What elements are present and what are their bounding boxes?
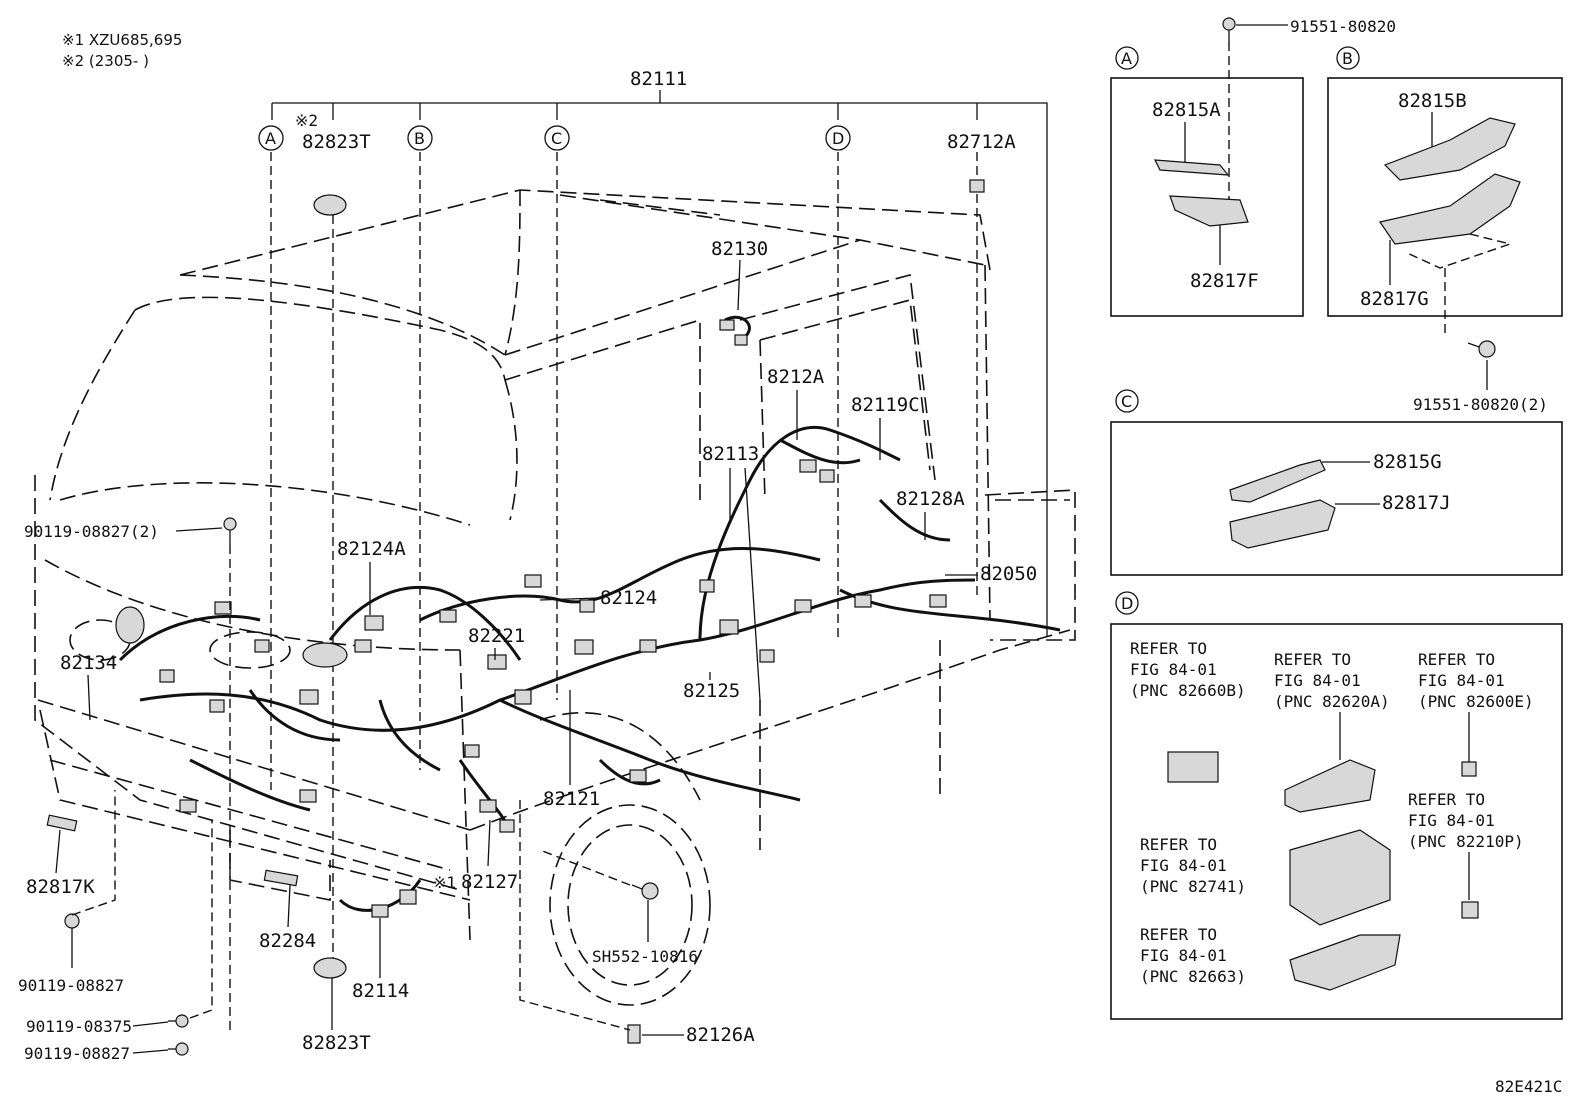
label-82111: 82111 — [630, 68, 687, 90]
svg-text:(PNC 82660B): (PNC 82660B) — [1130, 681, 1246, 700]
svg-text:FIG 84-01: FIG 84-01 — [1140, 856, 1227, 875]
note-1: ※1 XZU685,695 — [62, 31, 182, 49]
label-82119C: 82119C — [851, 394, 920, 416]
label-82126A: 82126A — [686, 1024, 755, 1046]
svg-text:FIG 84-01: FIG 84-01 — [1418, 671, 1505, 690]
label-82817F: 82817F — [1190, 270, 1259, 292]
label-82817J: 82817J — [1382, 492, 1451, 514]
ref-82620A: REFER TO FIG 84-01 (PNC 82620A) — [1274, 650, 1390, 813]
svg-text:REFER TO: REFER TO — [1408, 790, 1485, 809]
label-82817G: 82817G — [1360, 288, 1429, 310]
bolts — [64, 17, 1496, 1056]
callout-D-box: D — [1110, 591, 1563, 1020]
figure-code: 82E421C — [1495, 1077, 1562, 1096]
svg-text:A: A — [1121, 49, 1132, 68]
part-82817J — [1229, 499, 1336, 549]
svg-text:FIG 84-01: FIG 84-01 — [1274, 671, 1361, 690]
ref-82660B: REFER TO FIG 84-01 (PNC 82660B) — [1130, 639, 1246, 783]
ref-82741: REFER TO FIG 84-01 (PNC 82741) — [1140, 829, 1391, 926]
label-82134: 82134 — [60, 652, 117, 674]
label-82125: 82125 — [683, 680, 740, 702]
part-82817G — [1379, 173, 1521, 245]
svg-text:FIG 84-01: FIG 84-01 — [1140, 946, 1227, 965]
label-82114: 82114 — [352, 980, 409, 1002]
svg-text:REFER TO: REFER TO — [1274, 650, 1351, 669]
ref-82663: REFER TO FIG 84-01 (PNC 82663) — [1140, 925, 1401, 991]
truck-cab-outline — [34, 189, 1076, 941]
label-82823T-bottom: 82823T — [302, 1032, 371, 1054]
label-82121: 82121 — [543, 788, 600, 810]
label-90119-08827-b: 90119-08827 — [24, 1044, 130, 1063]
svg-text:FIG 84-01: FIG 84-01 — [1130, 660, 1217, 679]
svg-text:B: B — [414, 129, 425, 148]
part-82815G — [1229, 459, 1326, 503]
callout-C-top: C — [544, 125, 570, 151]
svg-text:A: A — [265, 129, 276, 148]
label-82712A: 82712A — [947, 131, 1016, 153]
callout-B-top: B — [407, 125, 433, 151]
part-82817F — [1169, 195, 1249, 227]
label-90119-08375: 90119-08375 — [26, 1017, 132, 1036]
svg-text:REFER TO: REFER TO — [1418, 650, 1495, 669]
svg-text:FIG 84-01: FIG 84-01 — [1408, 811, 1495, 830]
svg-text:(PNC 82620A): (PNC 82620A) — [1274, 692, 1390, 711]
label-82823T-top-mark: ※2 — [295, 111, 318, 130]
svg-text:C: C — [1121, 392, 1132, 411]
svg-text:REFER TO: REFER TO — [1140, 925, 1217, 944]
label-82823T-top: 82823T — [302, 131, 371, 153]
label-82815A: 82815A — [1152, 99, 1221, 121]
callout-C-box: C — [1110, 389, 1563, 576]
label-82113: 82113 — [702, 443, 759, 465]
harness-82111-bracket — [271, 90, 1048, 636]
svg-text:(PNC 82741): (PNC 82741) — [1140, 877, 1246, 896]
label-82284: 82284 — [259, 930, 316, 952]
callout-A-box: A — [1110, 46, 1304, 317]
svg-text:(PNC 82210P): (PNC 82210P) — [1408, 832, 1524, 851]
svg-text:REFER TO: REFER TO — [1130, 639, 1207, 658]
label-82128A: 82128A — [896, 488, 965, 510]
label-91551-80820-2: 91551-80820(2) — [1413, 395, 1548, 414]
label-82815B: 82815B — [1398, 90, 1467, 112]
part-82815A — [1153, 159, 1230, 176]
label-82127: 82127 — [461, 871, 518, 893]
svg-text:D: D — [1121, 594, 1133, 613]
label-82124A: 82124A — [337, 538, 406, 560]
label-82127-mark: ※1 — [433, 873, 456, 892]
callout-D-top: D — [825, 125, 851, 151]
harness-connectors — [46, 179, 985, 1044]
label-82130: 82130 — [711, 238, 768, 260]
svg-text:REFER TO: REFER TO — [1140, 835, 1217, 854]
part-82815B — [1383, 117, 1516, 181]
label-82050: 82050 — [980, 563, 1037, 585]
ref-82210P: REFER TO FIG 84-01 (PNC 82210P) — [1408, 790, 1524, 919]
callout-A-top: A — [258, 125, 284, 151]
svg-text:B: B — [1342, 49, 1353, 68]
label-82815G: 82815G — [1373, 451, 1442, 473]
label-82817K: 82817K — [26, 876, 95, 898]
svg-text:(PNC 82600E): (PNC 82600E) — [1418, 692, 1534, 711]
label-SH552-10816: SH552-10816 — [592, 947, 698, 966]
label-82221: 82221 — [468, 625, 525, 647]
label-91551-80820: 91551-80820 — [1290, 17, 1396, 36]
note-2: ※2 (2305- ) — [62, 52, 149, 70]
label-90119-08827-2: 90119-08827(2) — [24, 522, 159, 541]
svg-text:D: D — [832, 129, 844, 148]
svg-text:(PNC 82663): (PNC 82663) — [1140, 967, 1246, 986]
svg-text:C: C — [551, 129, 562, 148]
label-90119-08827: 90119-08827 — [18, 976, 124, 995]
ref-82600E: REFER TO FIG 84-01 (PNC 82600E) — [1418, 650, 1534, 777]
main-harness-wiring — [118, 315, 1061, 912]
label-8212A: 8212A — [767, 366, 825, 388]
label-82124: 82124 — [600, 587, 657, 609]
